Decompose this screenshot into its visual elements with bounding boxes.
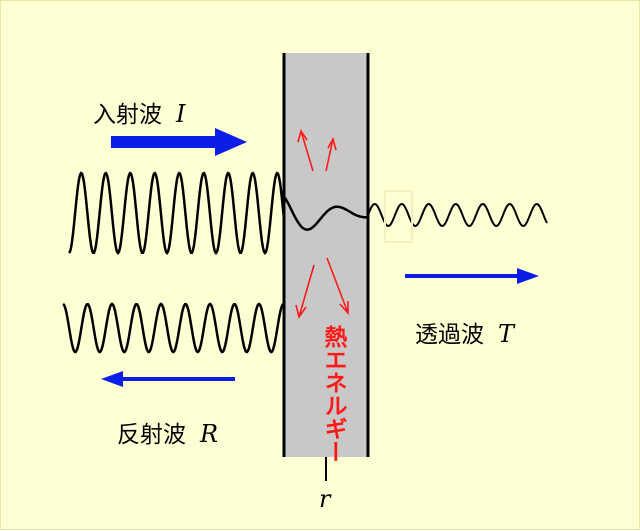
transmitted-wave-label: 透過波 T [415, 315, 514, 349]
reflected-wave [62, 302, 285, 354]
reflected-symbol: R [200, 420, 219, 448]
transmitted-arrow [405, 268, 539, 284]
absorbed-wave [282, 195, 369, 231]
exit-highlight [384, 190, 413, 243]
incident-label-text: 入射波 [93, 102, 162, 128]
incident-wave-label: 入射波 I [93, 95, 185, 129]
incident-wave [68, 171, 286, 256]
incident-symbol: I [176, 100, 186, 128]
reflected-label-text: 反射波 [117, 422, 186, 448]
heat-arrow-up-left [297, 129, 314, 172]
heat-arrow-down-right [326, 257, 349, 316]
incident-arrow [111, 128, 247, 156]
rate-symbol-label: r [319, 485, 331, 513]
heat-arrow-down-left [295, 264, 315, 319]
reflected-wave-label: 反射波 R [117, 415, 218, 449]
heat-arrow-up-right [325, 136, 337, 172]
transmitted-wave [367, 202, 548, 228]
absorbing-slab [284, 53, 368, 457]
heat-energy-label: 熱エネルギー [320, 325, 346, 463]
heat-arrows [295, 129, 349, 319]
transmitted-label-text: 透過波 [415, 322, 484, 348]
reflected-arrow [101, 371, 235, 387]
transmitted-symbol: T [498, 320, 515, 348]
